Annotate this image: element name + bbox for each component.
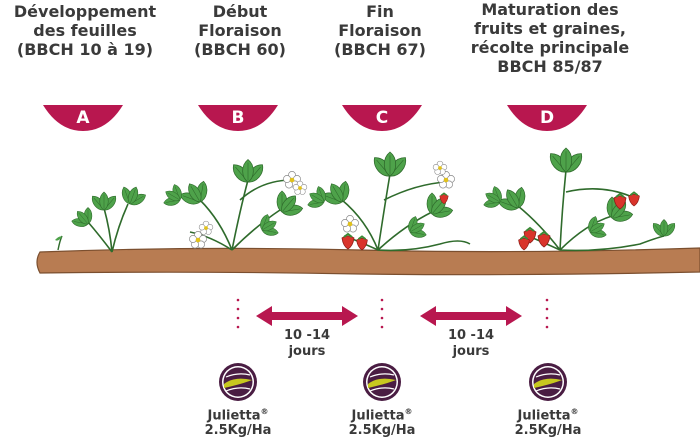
strawberry-plant-icon [303,152,471,252]
product-name-d: Julietta [517,408,571,424]
dotted-guide-c [380,298,384,329]
stage-badge-b: B [198,105,278,131]
dotted-guide-d [545,298,549,329]
interval-c-d-duration: 10 -14 [447,328,495,343]
badge-shape-c [342,105,422,131]
product-application-d: Julietta® 2.5Kg/Ha [498,362,598,438]
stage-badge-a-letter: A [76,108,90,128]
stage-a-line-1: Développement [13,2,157,21]
stage-title-b: Début Floraison (BBCH 60) [180,2,300,59]
product-name-b: Julietta [207,408,261,424]
stage-title-d: Maturation des fruits et graines, récolt… [450,0,650,76]
dotted-guide-b [236,298,240,329]
product-name-c: Julietta [351,408,405,424]
stage-d-line-4: BBCH 85/87 [497,57,603,76]
badge-shape-d [507,105,587,131]
stage-c-line-2: Floraison [338,21,422,40]
stage-title-c: Fin Floraison (BBCH 67) [320,2,440,59]
stage-title-a: Développement des feuilles (BBCH 10 à 19… [0,2,170,59]
strawberry-plant-icon [55,182,150,253]
double-arrow-icon [420,306,522,326]
stage-d-line-3: récolte principale [470,38,630,57]
interval-b-c-duration: 10 -14 [283,328,331,343]
double-arrow-icon [256,306,358,326]
stage-badge-d-letter: D [539,108,555,128]
plant-growth-scene [36,140,700,276]
stage-d-line-1: Maturation des [481,0,619,19]
interval-b-c: 10 -14 jours [252,304,362,364]
badge-shape-b [198,105,278,131]
stage-b-line-2: Floraison [198,21,282,40]
stage-a-line-3: (BBCH 10 à 19) [16,40,154,59]
strawberry-plant-icon [159,160,309,251]
stage-a-line-2: des feuilles [33,21,137,40]
stage-badge-c: C [342,105,422,131]
stage-b-line-3: (BBCH 60) [194,40,286,59]
product-application-c: Julietta® 2.5Kg/Ha [332,362,432,438]
product-mark-b: ® [260,407,269,416]
stage-d-line-2: fruits et graines, [473,19,626,38]
interval-b-c-unit: jours [288,344,326,359]
stage-badge-b-letter: B [231,108,245,128]
julietta-logo-icon [529,363,567,401]
stage-badge-c-letter: C [375,108,389,128]
product-dose-c: 2.5Kg/Ha [348,423,416,439]
julietta-logo-icon [363,363,401,401]
interval-c-d: 10 -14 jours [416,304,526,364]
stage-b-line-1: Début [212,2,268,21]
soil-strip [36,247,700,276]
interval-c-d-unit: jours [452,344,490,359]
strawberry-plant-icon [479,148,678,252]
stage-c-line-3: (BBCH 67) [334,40,426,59]
stage-badge-a: A [43,105,123,131]
product-dose-d: 2.5Kg/Ha [514,423,582,439]
badge-shape-a [43,105,123,131]
stage-c-line-1: Fin [366,2,394,21]
stage-badge-d: D [507,105,587,131]
product-mark-c: ® [404,407,413,416]
product-application-b: Julietta® 2.5Kg/Ha [188,362,288,438]
product-dose-b: 2.5Kg/Ha [204,423,272,439]
product-mark-d: ® [570,407,579,416]
julietta-logo-icon [219,363,257,401]
